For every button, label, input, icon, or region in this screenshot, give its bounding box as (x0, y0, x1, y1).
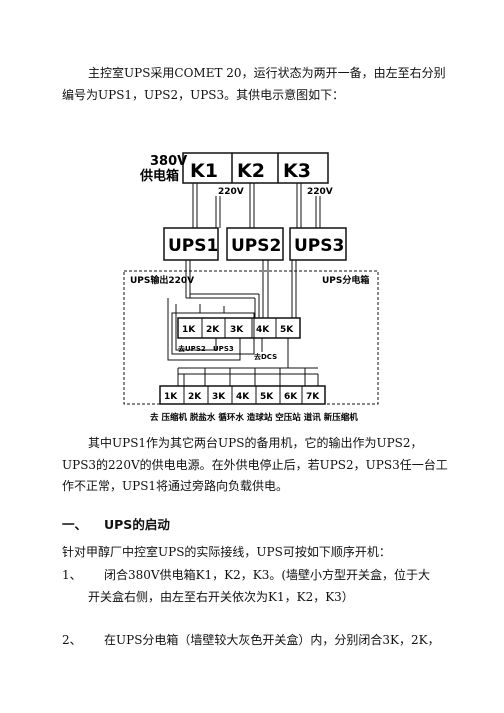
to-dcs-label: 去DCS (254, 352, 277, 361)
list-continuation: 开关盒右侧，由左至右开关依次为K1，K2，K3） (88, 589, 354, 604)
list-item-1: 1、 闭合380V供电箱K1，K2，K3。(墙壁小方型开关盒，位于大 开关盒右侧，… (62, 565, 454, 608)
source-voltage-label: 380V (150, 154, 187, 169)
section-heading-startup: 一、 UPS的启动 (62, 514, 170, 533)
switch-k1: K1 (190, 160, 218, 182)
v220-right-label: 220V (307, 187, 333, 197)
to-ups3-label: UPS3 (213, 345, 234, 353)
dist-switch-4k: 4K (256, 325, 270, 335)
to-ups2-label: 去UPS2 (178, 344, 206, 353)
list-number: 1、 (62, 568, 82, 582)
bottom-switch-6k: 6K (284, 392, 298, 402)
section-number: 一、 (62, 517, 88, 532)
dist-switch-5k: 5K (280, 325, 294, 335)
bottom-switch-3k: 3K (212, 392, 226, 402)
ups-output-label: UPS输出220V (130, 274, 194, 286)
distribution-box-label: UPS分电箱 (322, 274, 369, 286)
dist-switch-2k: 2K (206, 325, 220, 335)
bottom-switch-1k: 1K (164, 392, 178, 402)
destinations-label: 去 压缩机 脱盐水 循环水 造球站 空压站 道讯 新压缩机 (150, 412, 358, 423)
bottom-switch-2k: 2K (188, 392, 202, 402)
v220-left-label: 220V (218, 187, 244, 197)
ups3-label: UPS3 (294, 236, 344, 256)
section-title: UPS的启动 (104, 517, 170, 532)
list-line: 在UPS分电箱（墙壁较大灰色开关盒）内，分别闭合3K，2K， (104, 633, 440, 647)
dist-switch-1k: 1K (182, 325, 196, 335)
switch-k3: K3 (283, 160, 311, 182)
ups1-label: UPS1 (168, 236, 218, 256)
ups2-label: UPS2 (231, 236, 281, 256)
bottom-switch-7k: 7K (306, 392, 320, 402)
list-item-2: 2、 在UPS分电箱（墙壁较大灰色开关盒）内，分别闭合3K，2K， (62, 630, 454, 652)
supply-box-label: 供电箱 (139, 168, 179, 184)
ups1-description-paragraph: 其中UPS1作为其它两台UPS的备用机，它的输出作为UPS2，UPS3的220V… (62, 436, 448, 493)
intro-paragraph: 主控室UPS采用COMET 20，运行状态为两开一备，由左至右分别编号为UPS1… (62, 66, 446, 102)
switch-k2: K2 (237, 160, 265, 182)
dist-switch-3k: 3K (230, 325, 244, 335)
startup-intro-paragraph: 针对甲醇厂中控室UPS的实际接线，UPS可按如下顺序开机： (62, 545, 391, 559)
bottom-switch-4k: 4K (236, 392, 250, 402)
list-line: 闭合380V供电箱K1，K2，K3。(墙壁小方型开关盒，位于大 (104, 568, 431, 582)
bottom-switch-5k: 5K (260, 392, 274, 402)
list-number: 2、 (62, 633, 82, 647)
